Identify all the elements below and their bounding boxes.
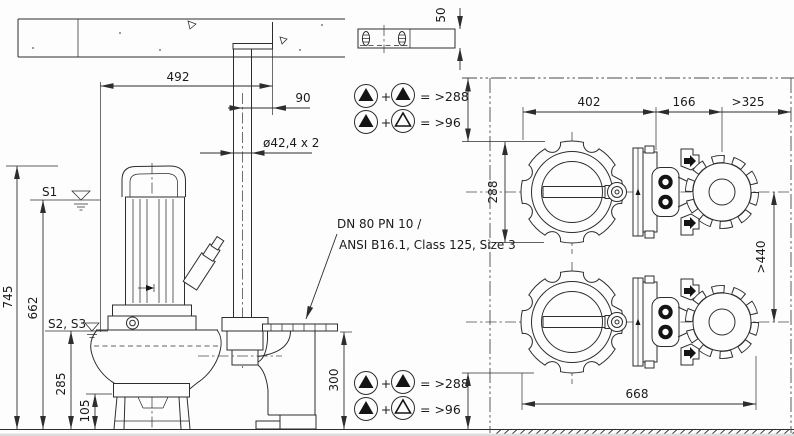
legend-result-2: = >96 [420,402,461,417]
flange-note-line2: ANSI B16.1, Class 125, Size 3 [339,238,516,252]
flange-annotation: DN 80 PN 10 / ANSI B16.1, Class 125, Siz… [305,217,516,320]
level-s1-label: S1 [42,185,57,199]
legend-result-2: = >96 [420,115,461,130]
cable-gland [182,235,225,291]
wall-hatch [493,430,794,436]
dim-492-label: 492 [167,70,190,84]
duty-pump-icon [354,397,378,421]
plan-view: 402 166 >325 288 >440 668 [462,77,794,433]
dim-166-label: 166 [673,95,696,109]
dim-402-label: 402 [578,95,601,109]
side-elevation-view: S1 S2, S3 492 90 ø42,4 x 2 745 662 [0,7,794,436]
concrete-triangle-icon [187,20,197,30]
water-level-icon [71,190,91,201]
ceiling-slab [17,18,345,58]
image-border [0,433,794,436]
standby-pump-icon [391,109,415,133]
mounting-bracket: 50 [357,7,463,70]
pump-plan-bottom [521,262,755,384]
dim-pipe-label: ø42,4 x 2 [263,136,319,150]
pump-side-view [90,163,225,430]
dim-325-label: >325 [732,95,765,109]
dim-662-label: 662 [26,297,40,320]
guide-pipe [232,22,273,368]
spacing-legend-bottom: + = >288 + = >96 [354,370,469,421]
dim-745-label: 745 [1,286,15,309]
water-level-icon [84,322,100,332]
plus-sign: + [381,89,391,104]
legend-result-1: = >288 [420,376,469,391]
side-view-dimensions: 492 90 ø42,4 x 2 745 662 285 105 300 [1,49,352,429]
spacing-legend-top: + = >288 + = >96 [354,83,469,134]
duty-pump-icon [391,370,415,394]
dim-285-label: 285 [54,373,68,396]
dim-90-label: 90 [295,91,310,105]
dim-300-label: 300 [327,369,341,392]
concrete-triangle-icon [279,36,288,45]
level-s2s3-label: S2, S3 [48,317,86,331]
plus-sign: + [381,376,391,391]
flange-note-line1: DN 80 PN 10 / [337,217,422,231]
legend-result-1: = >288 [420,89,469,104]
dim-50-label: 50 [434,7,448,22]
plus-sign: + [381,115,391,130]
standby-pump-icon [391,396,415,420]
duty-pump-icon [354,84,378,108]
dim-105-label: 105 [78,400,92,423]
water-level-s1: S1 [30,185,100,211]
pump-plan-top [521,132,755,254]
duty-pump-icon [354,110,378,134]
dim-440-label: >440 [754,241,768,274]
water-level-s2-s3: S2, S3 [45,317,108,338]
duty-pump-icon [391,83,415,107]
dim-668-label: 668 [626,387,649,401]
dim-288-label: 288 [486,181,500,204]
plus-sign: + [381,402,391,417]
duty-pump-icon [354,371,378,395]
